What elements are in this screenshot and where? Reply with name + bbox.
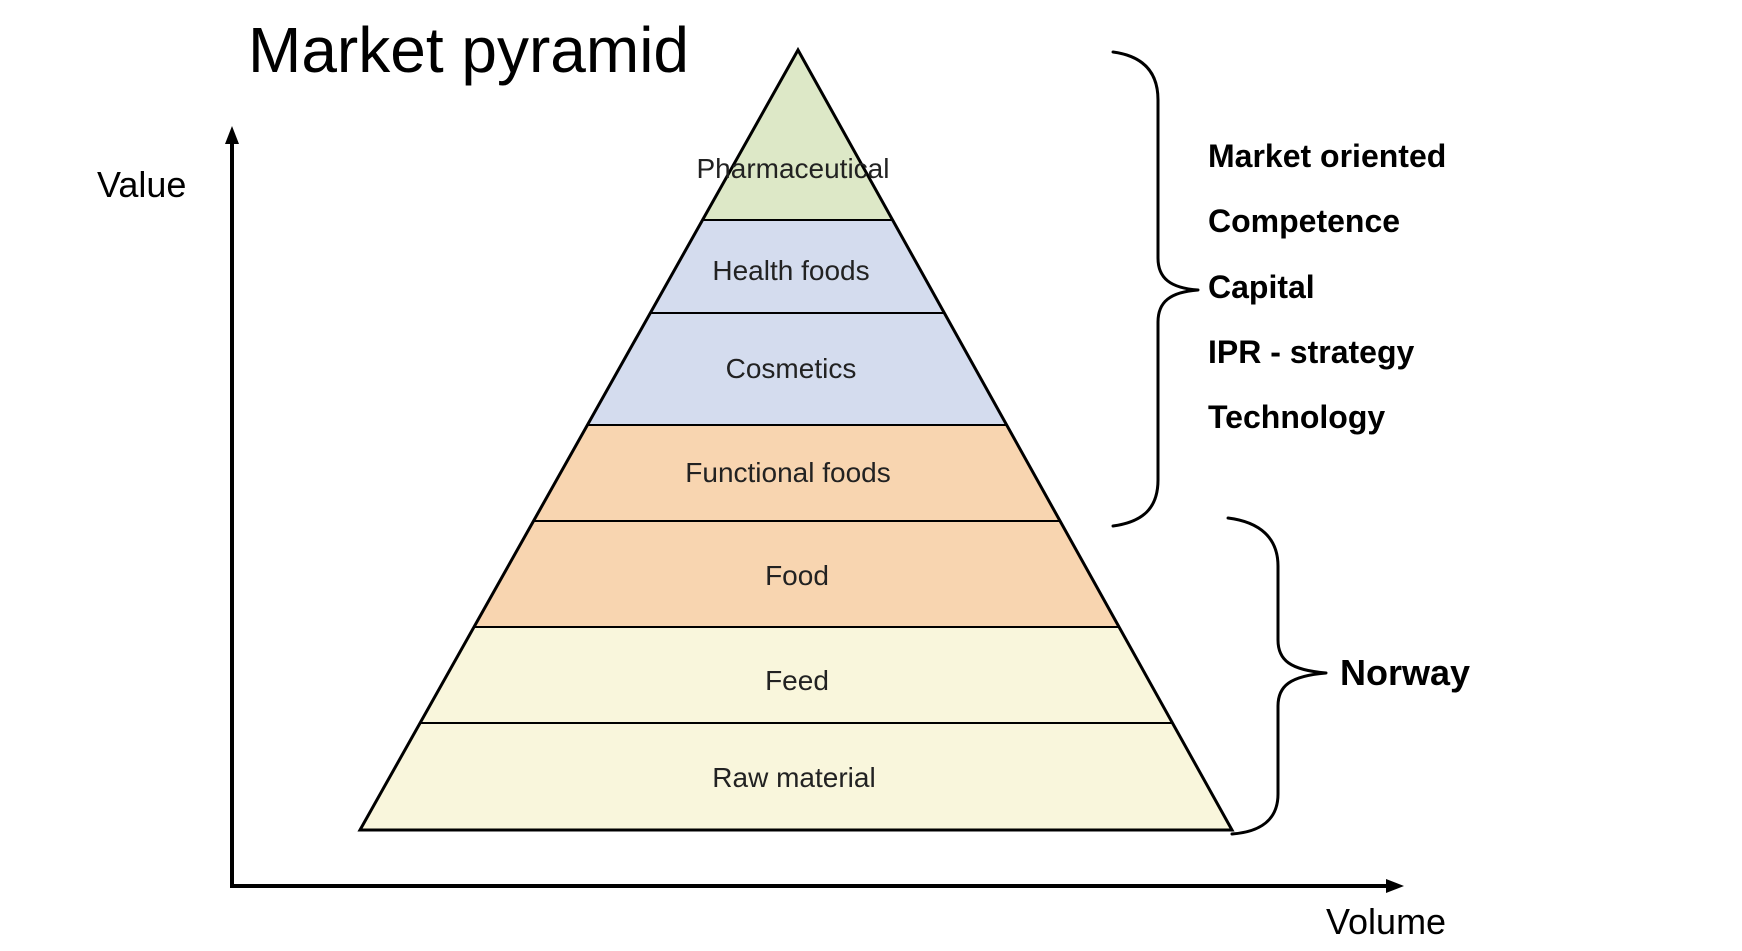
requirement-capital: Capital bbox=[1208, 269, 1315, 305]
value-axis-label: Value bbox=[97, 164, 186, 205]
volume-axis-arrow bbox=[1386, 879, 1404, 893]
value-axis-arrow bbox=[225, 126, 239, 144]
tier-label-raw-material: Raw material bbox=[712, 762, 875, 793]
tier-label-food: Food bbox=[765, 560, 829, 591]
tier-label-health-foods: Health foods bbox=[712, 255, 869, 286]
requirement-competence: Competence bbox=[1208, 203, 1400, 239]
tier-label-cosmetics: Cosmetics bbox=[726, 353, 857, 384]
tier-label-pharmaceutical: Pharmaceutical bbox=[697, 153, 890, 184]
tier-label-functional-foods: Functional foods bbox=[685, 457, 890, 488]
diagram-title: Market pyramid bbox=[248, 14, 689, 86]
norway-brace bbox=[1226, 516, 1328, 836]
tier-label-feed: Feed bbox=[765, 665, 829, 696]
upper-tiers-brace bbox=[1111, 50, 1200, 528]
norway-label: Norway bbox=[1340, 652, 1470, 693]
pyramid-outline bbox=[357, 46, 1235, 832]
pyramid bbox=[357, 46, 1235, 832]
tier-pharmaceutical bbox=[700, 47, 895, 221]
requirement-technology: Technology bbox=[1208, 399, 1385, 435]
volume-axis-label: Volume bbox=[1326, 901, 1446, 942]
requirement-ipr-strategy: IPR - strategy bbox=[1208, 334, 1414, 370]
requirement-market-oriented: Market oriented bbox=[1208, 138, 1446, 174]
